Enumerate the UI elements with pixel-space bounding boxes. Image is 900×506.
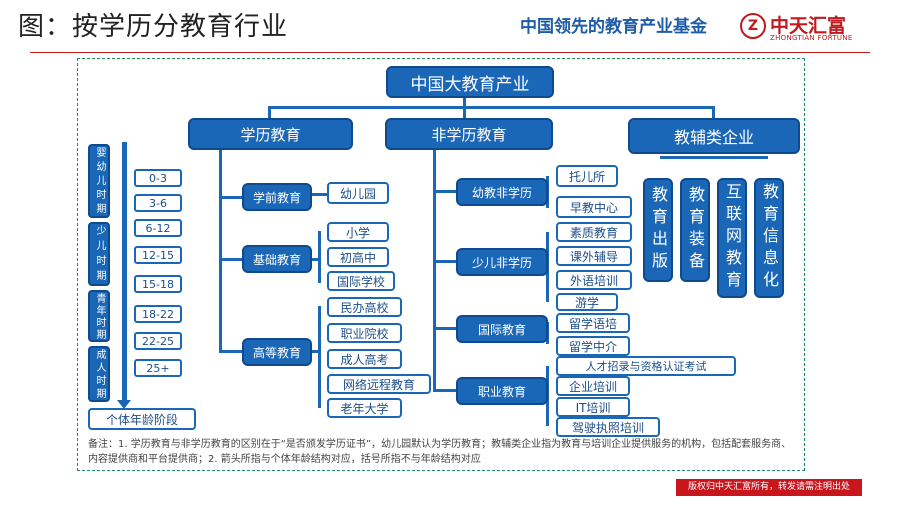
- brand-name: 中天汇富: [770, 15, 847, 37]
- item-language-training: 外语培训: [556, 270, 632, 290]
- item-primary: 小学: [327, 222, 389, 242]
- age-arrow-head-icon: [117, 400, 131, 409]
- root-node: 中国大教育产业: [386, 66, 554, 98]
- item-corporate-training: 企业培训: [556, 376, 630, 396]
- age-range: 25+: [134, 359, 182, 377]
- connector: [463, 97, 466, 107]
- connector: [219, 196, 243, 199]
- connector: [433, 327, 458, 330]
- item-senior-university: 老年大学: [327, 398, 402, 418]
- connector: [310, 350, 320, 353]
- connector: [660, 156, 768, 159]
- header-divider: [30, 52, 870, 53]
- category-support: 教辅类企业: [628, 118, 800, 154]
- item-talent-certification: 人才招录与资格认证考试: [556, 356, 736, 376]
- age-range: 6-12: [134, 219, 182, 237]
- item-study-abroad-language: 留学语培: [556, 313, 630, 333]
- academic-basic: 基础教育: [242, 245, 312, 273]
- connector: [433, 389, 458, 392]
- item-driving-training: 驾驶执照培训: [556, 417, 660, 437]
- nonacademic-preschool: 幼教非学历: [456, 178, 548, 206]
- brand-logo-icon: Z: [740, 13, 766, 39]
- age-stage-infant: 婴幼儿时期: [88, 144, 110, 218]
- support-internet: 互联网教育: [717, 178, 747, 298]
- item-private-college: 民办高校: [327, 297, 402, 317]
- connector: [433, 150, 436, 392]
- connector: [433, 190, 458, 193]
- connector: [219, 258, 243, 261]
- item-it-training: IT培训: [556, 397, 630, 417]
- age-range: 0-3: [134, 169, 182, 187]
- page-title: 图：按学历分教育行业: [18, 12, 289, 42]
- academic-higher: 高等教育: [242, 338, 312, 366]
- age-stage-youth: 青年时期: [88, 290, 110, 342]
- age-range: 18-22: [134, 305, 182, 323]
- support-equipment: 教育装备: [680, 178, 710, 282]
- connector: [712, 106, 715, 118]
- item-distance-education: 网络远程教育: [327, 374, 431, 394]
- item-study-tour: 游学: [556, 293, 618, 311]
- connector: [219, 150, 222, 353]
- age-stage-adult: 成人时期: [88, 346, 110, 402]
- copyright-badge: 版权归中天汇富所有，转发请需注明出处: [676, 479, 862, 496]
- item-quality-education: 素质教育: [556, 222, 632, 242]
- connector: [268, 106, 714, 109]
- item-tutoring: 课外辅导: [556, 246, 632, 266]
- brand-name-en: ZHONGTIAN FORTUNE: [770, 34, 853, 42]
- connector: [318, 231, 321, 283]
- slogan: 中国领先的教育产业基金: [520, 17, 707, 37]
- age-range: 22-25: [134, 332, 182, 350]
- nonacademic-vocational: 职业教育: [456, 377, 548, 405]
- support-publishing: 教育出版: [643, 178, 673, 282]
- item-international-school: 国际学校: [327, 271, 395, 291]
- connector: [268, 106, 271, 118]
- connector: [433, 260, 458, 263]
- age-range: 12-15: [134, 246, 182, 264]
- age-range: 3-6: [134, 194, 182, 212]
- connector: [463, 106, 466, 118]
- support-informatization: 教育信息化: [754, 178, 784, 298]
- category-nonacademic: 非学历教育: [385, 118, 553, 150]
- connector: [219, 350, 243, 353]
- item-early-education: 早教中心: [556, 196, 632, 218]
- diagram-frame: [77, 58, 805, 471]
- age-range: 15-18: [134, 275, 182, 293]
- academic-preschool: 学前教育: [242, 183, 312, 211]
- item-adult-exam: 成人高考: [327, 349, 402, 369]
- item-kindergarten: 幼儿园: [327, 182, 389, 204]
- connector: [310, 258, 320, 261]
- age-arrow-shaft: [122, 142, 127, 404]
- connector: [318, 306, 321, 408]
- nonacademic-youth: 少儿非学历: [456, 248, 548, 276]
- item-vocational-college: 职业院校: [327, 323, 402, 343]
- connector: [310, 193, 328, 196]
- item-middle-high: 初高中: [327, 247, 389, 267]
- age-axis-label: 个体年龄阶段: [88, 408, 196, 430]
- nonacademic-international: 国际教育: [456, 315, 548, 343]
- footnote: 备注：1. 学历教育与非学历教育的区别在于“是否颁发学历证书”，幼儿园默认为学历…: [88, 439, 792, 465]
- item-nursery: 托儿所: [556, 165, 618, 187]
- item-study-abroad-agency: 留学中介: [556, 336, 630, 356]
- category-academic: 学历教育: [188, 118, 353, 150]
- age-stage-child: 少儿时期: [88, 222, 110, 286]
